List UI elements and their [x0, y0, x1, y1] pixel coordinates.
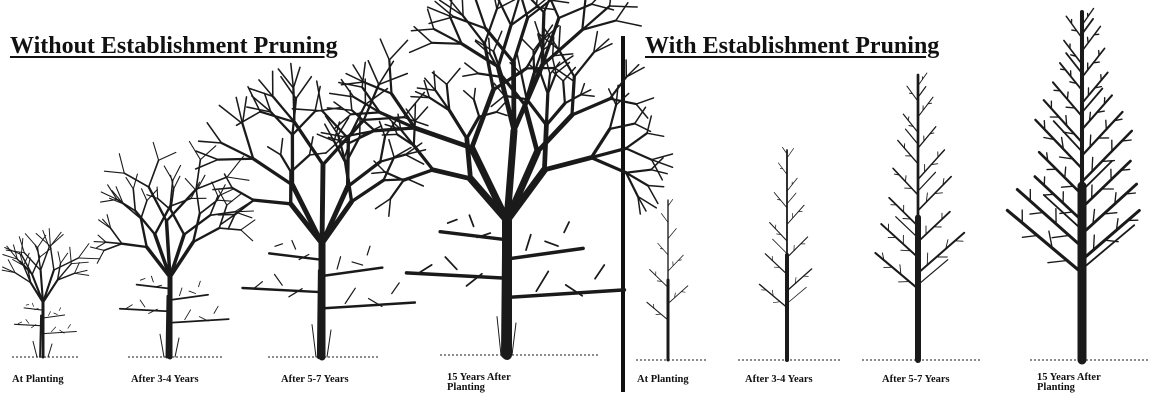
caption-without-after-3-4-years: After 3-4 Years [131, 375, 199, 385]
caption-without-after-5-7-years: After 5-7 Years [281, 375, 349, 385]
ground-lines [12, 355, 1150, 360]
caption-without-15-years: 15 Years After Planting [447, 373, 537, 393]
caption-with-at-planting: At Planting [637, 375, 689, 385]
tree-with-3-4-years [760, 147, 812, 360]
tree-without-at-planting [2, 229, 100, 357]
tree-without-5-7-years [196, 61, 428, 357]
tree-with-5-7-years [875, 73, 964, 360]
tree-without-3-4-years [90, 142, 255, 358]
tree-with-15-years [1007, 8, 1139, 360]
caption-without-at-planting: At Planting [12, 375, 64, 385]
caption-with-after-5-7-years: After 5-7 Years [882, 375, 950, 385]
tree-with-at-planting [647, 199, 688, 360]
caption-with-15-years: 15 Years After Planting [1037, 373, 1127, 393]
caption-with-after-3-4-years: After 3-4 Years [745, 375, 813, 385]
